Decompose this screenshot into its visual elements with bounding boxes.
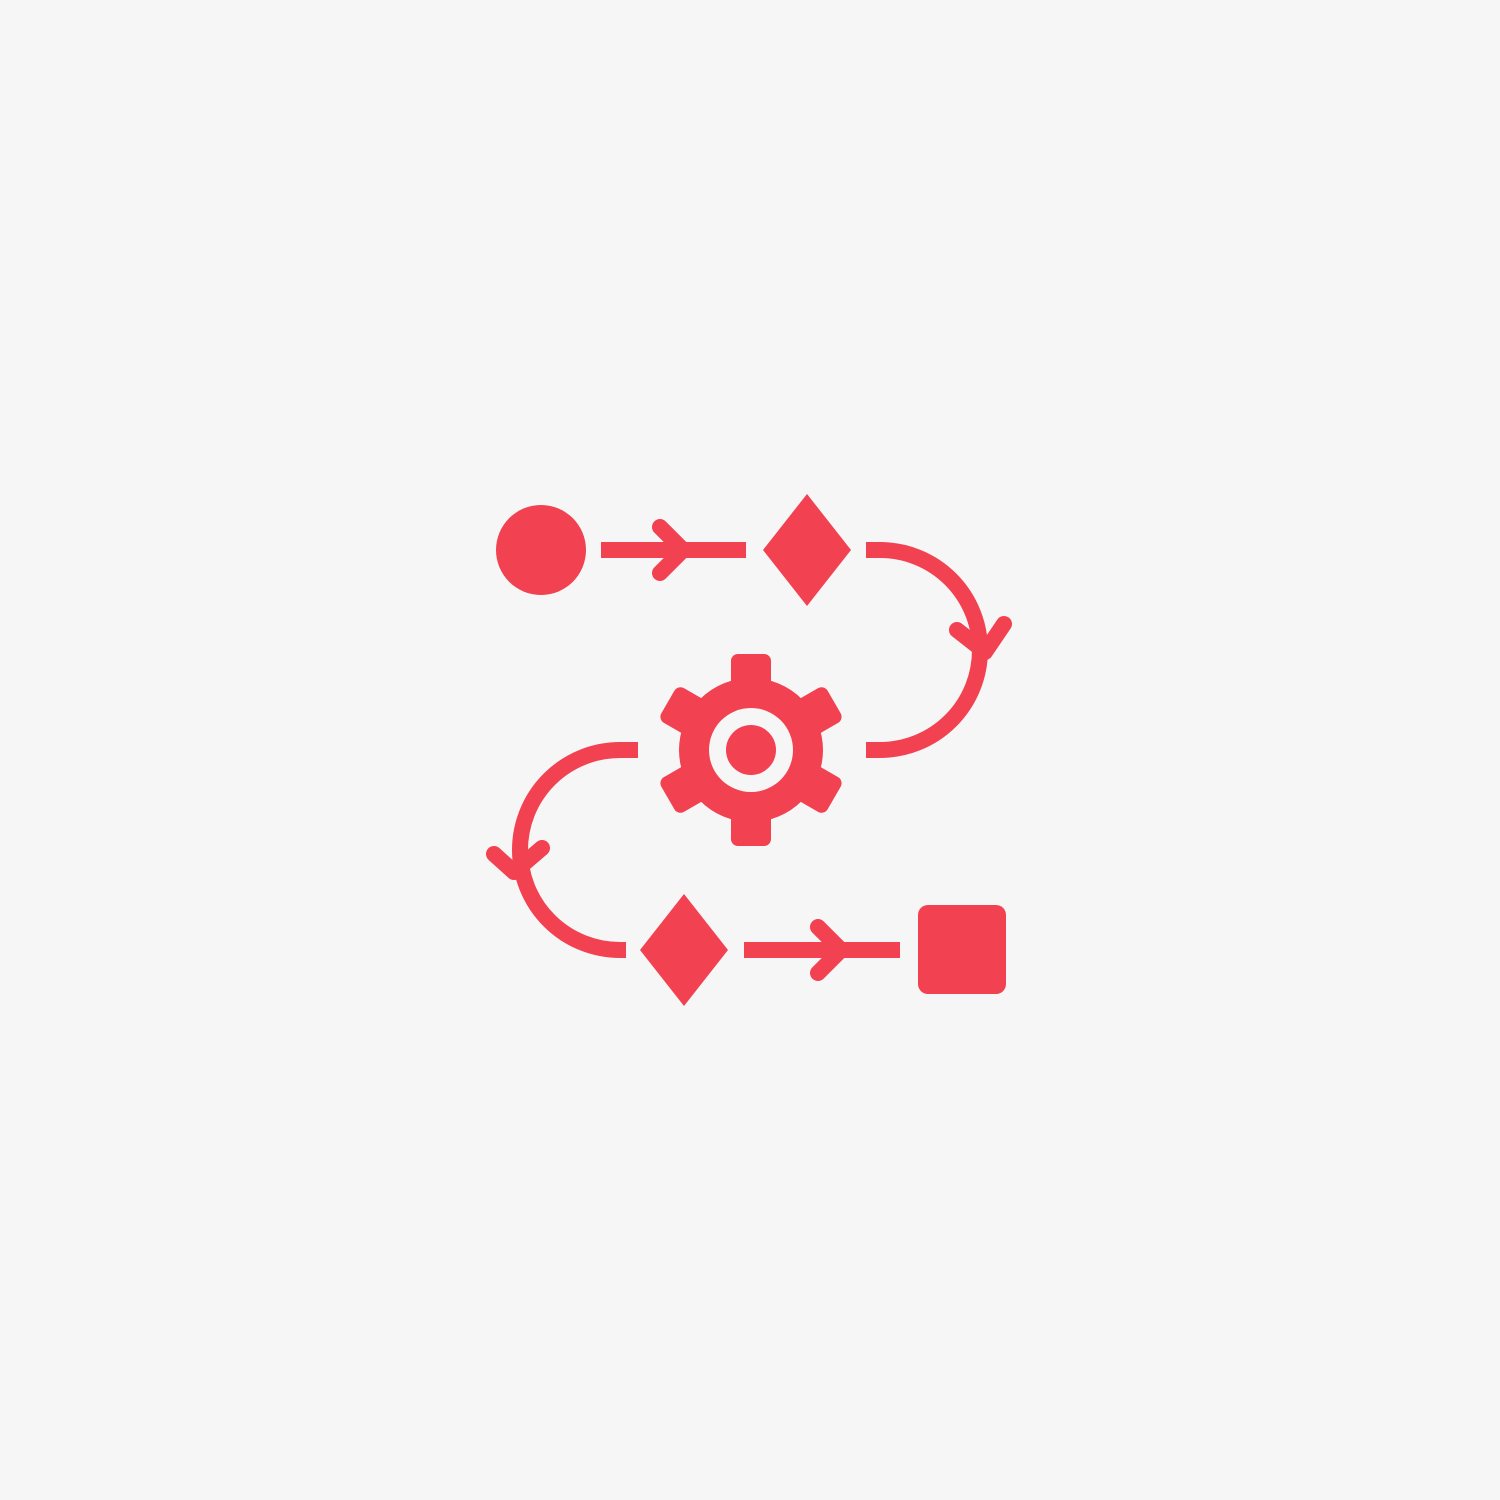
decision-diamond-icon [640,894,728,1006]
arrow-right-icon [810,919,849,981]
arrow-right-icon [652,519,691,581]
start-circle-icon [496,505,586,595]
arrow-down-icon [949,616,1012,660]
connector-left-curve [512,742,638,958]
decision-diamond-icon [763,494,851,606]
arrow-down-icon [486,840,550,880]
connector-right-curve [866,542,988,758]
end-square-icon [918,905,1006,994]
process-gear-icon [660,654,842,846]
